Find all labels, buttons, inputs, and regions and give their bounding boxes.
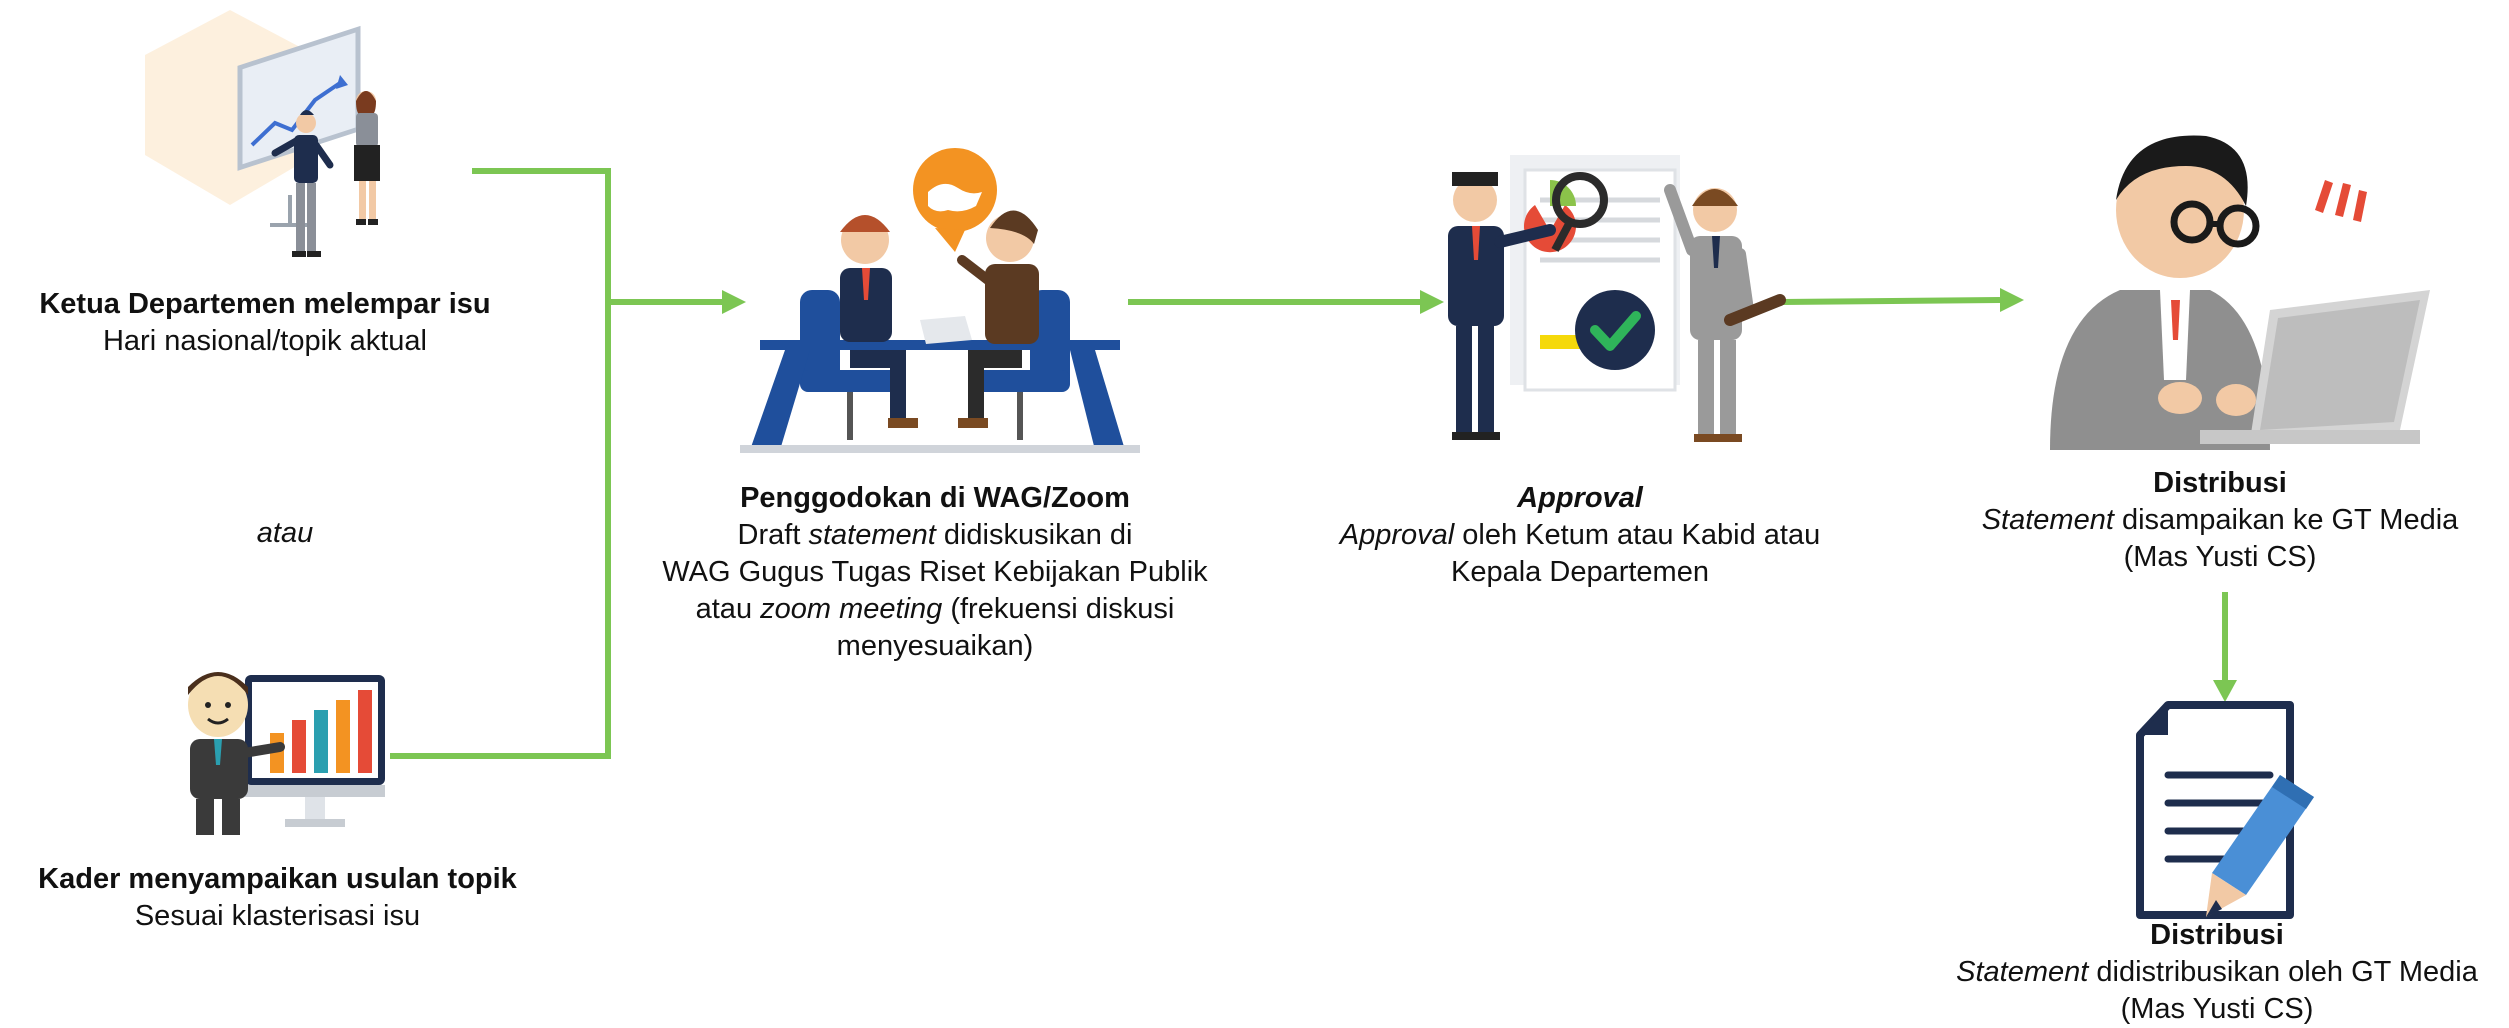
node-line-3: atau zoom meeting (frekuensi diskusi xyxy=(600,591,1270,628)
arrowhead-2 xyxy=(1420,290,1444,314)
node-kader: Kader menyampaikan usulan topik Sesuai k… xyxy=(0,861,555,935)
node-line-2: Kepala Departemen xyxy=(1451,556,1709,588)
arrowhead-4 xyxy=(2213,680,2237,702)
or-text: atau xyxy=(256,517,314,549)
node-title: Kader menyampaikan usulan topik xyxy=(38,863,517,895)
node-line-1: Draft statement didiskusikan di xyxy=(600,517,1270,554)
arrow-approval-to-distribution xyxy=(1781,297,2001,305)
connector-n1 xyxy=(472,168,611,302)
node-subtitle: Hari nasional/topik aktual xyxy=(102,325,427,357)
or-label: atau xyxy=(200,515,370,552)
text-italic: Statement xyxy=(1981,504,2114,536)
node-line-1: Statement disampaikan ke GT Media xyxy=(1940,502,2500,539)
node-title: Penggodokan di WAG/Zoom xyxy=(740,482,1130,514)
text-italic: statement xyxy=(808,519,936,551)
node-line-4: menyesuaikan) xyxy=(836,630,1034,662)
connector-n2 xyxy=(390,302,611,759)
text-part: oleh Ketum atau Kabid atau xyxy=(1454,519,1821,551)
node-line-2: (Mas Yusti CS) xyxy=(2120,993,2314,1025)
document-pen-icon xyxy=(2136,701,2314,919)
text-part: (frekuensi diskusi xyxy=(942,593,1175,625)
node-line-2: (Mas Yusti CS) xyxy=(2123,541,2317,573)
node-distribusi-1: Distribusi Statement disampaikan ke GT M… xyxy=(1940,465,2500,576)
text-part: disampaikan ke GT Media xyxy=(2113,504,2459,536)
node-line-1: Approval oleh Ketum atau Kabid atau xyxy=(1290,517,1870,554)
text-part: atau xyxy=(695,593,761,625)
node-subtitle: Sesuai klasterisasi isu xyxy=(134,900,421,932)
text-italic: zoom meeting xyxy=(760,593,943,625)
arrowhead-3 xyxy=(2000,288,2024,312)
node-line-1: Statement didistribusikan oleh GT Media xyxy=(1925,954,2509,991)
node-line-2: WAG Gugus Tugas Riset Kebijakan Publik xyxy=(662,556,1208,588)
node-ketua-departemen: Ketua Departemen melempar isu Hari nasio… xyxy=(0,286,530,360)
boardroom-chart-icon xyxy=(188,672,385,835)
node-distribusi-2: Distribusi Statement didistribusikan ole… xyxy=(1925,917,2509,1028)
node-title: Ketua Departemen melempar isu xyxy=(39,288,491,320)
node-title: Distribusi xyxy=(2150,919,2284,951)
laptop-worker-icon xyxy=(2050,135,2430,450)
text-part: Draft xyxy=(737,519,809,551)
node-approval: Approval Approval oleh Ketum atau Kabid … xyxy=(1290,480,1870,591)
text-part: didistribusikan oleh GT Media xyxy=(2088,956,2478,988)
text-italic: Statement xyxy=(1956,956,2089,988)
text-italic: Approval xyxy=(1339,519,1455,551)
node-penggodokan: Penggodokan di WAG/Zoom Draft statement … xyxy=(600,480,1270,665)
arrowhead-1 xyxy=(722,290,746,314)
presentation-chart-icon xyxy=(145,10,380,257)
approval-magnifier-icon xyxy=(1448,155,1786,442)
handshake-meeting-icon xyxy=(740,148,1140,453)
title-italic: Approval xyxy=(1517,482,1643,514)
node-title: Distribusi xyxy=(2153,467,2287,499)
text-part: didiskusikan di xyxy=(935,519,1133,551)
node-title: Approval xyxy=(1290,480,1870,517)
